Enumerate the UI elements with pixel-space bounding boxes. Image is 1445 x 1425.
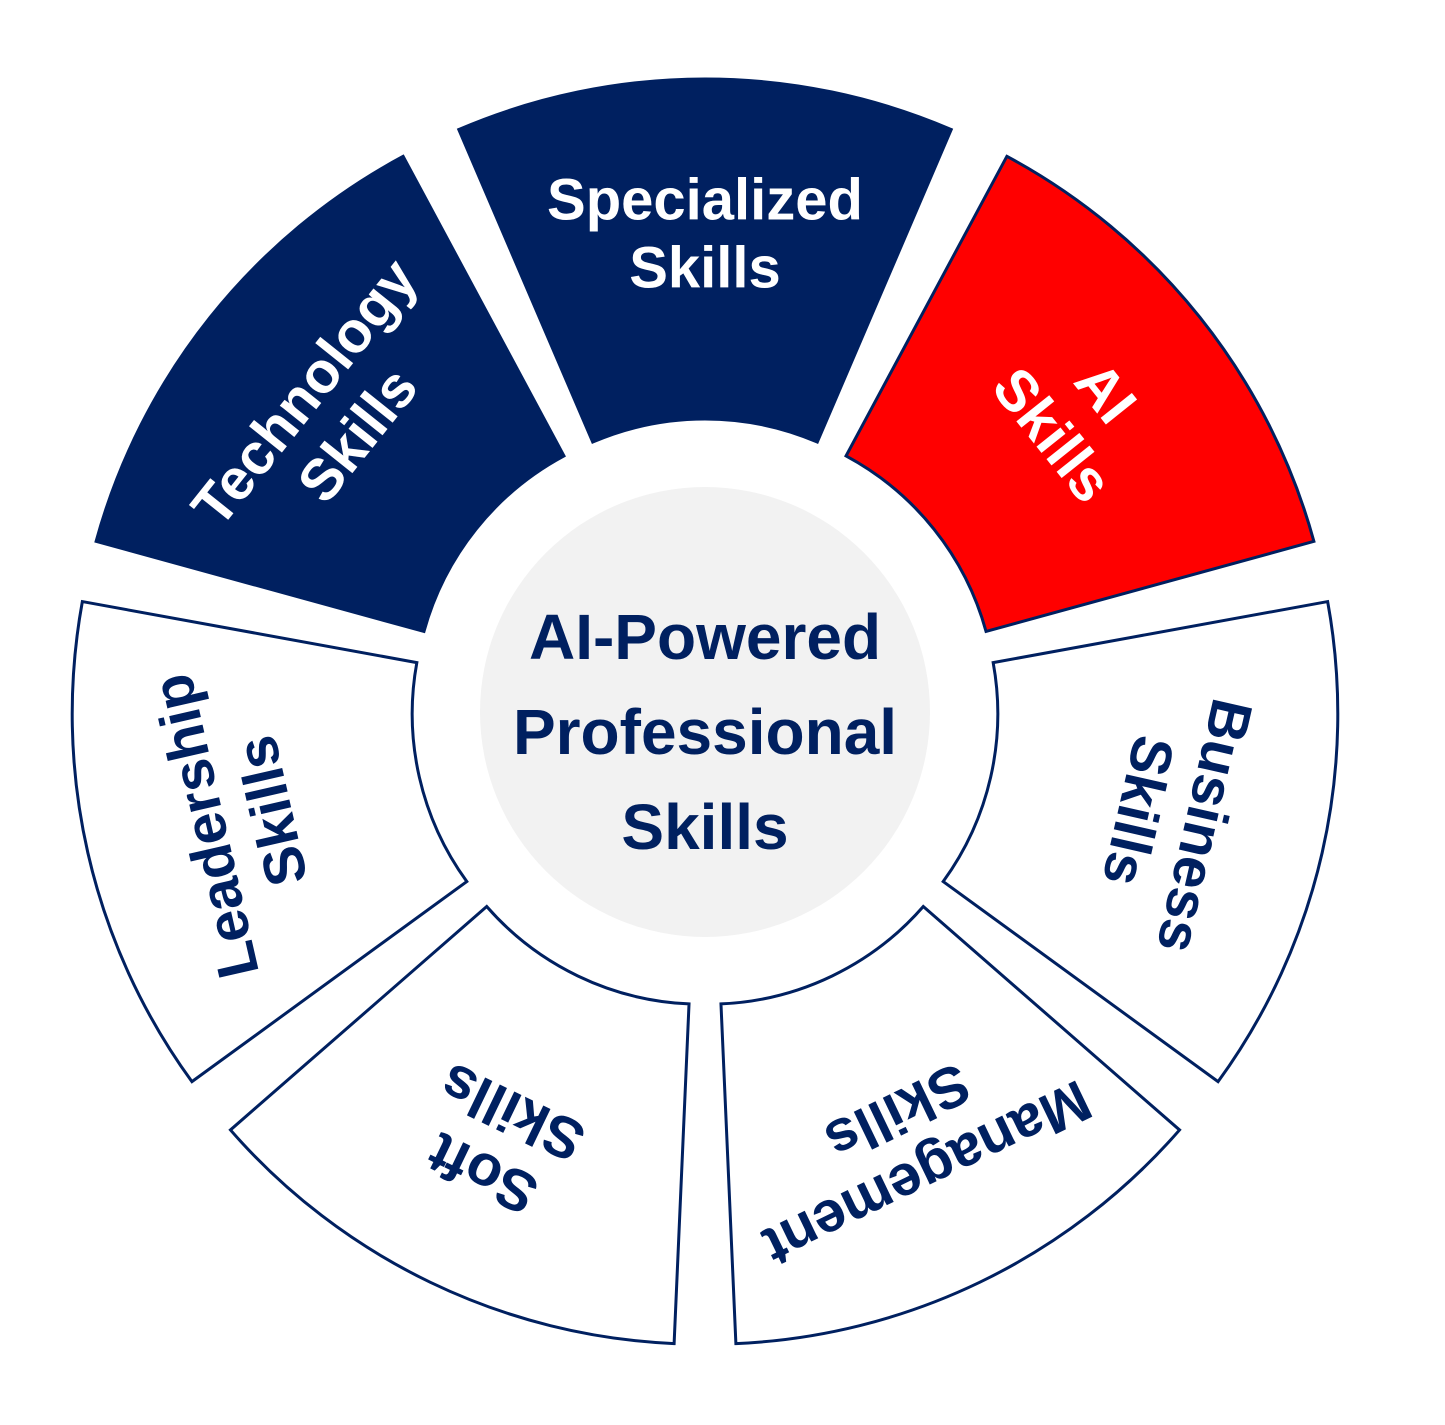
segment-wedge-management bbox=[719, 904, 1182, 1346]
center-circle bbox=[480, 487, 930, 937]
segment-wedge-leadership bbox=[70, 599, 469, 1084]
segment-wedge-ai bbox=[844, 154, 1316, 634]
segment-wedge-business bbox=[941, 599, 1340, 1084]
center-title-line-3: Skills bbox=[621, 791, 788, 863]
center-title-line-2: Professional bbox=[513, 696, 897, 768]
segment-label-specialized-line-1: Specialized bbox=[547, 167, 863, 232]
segments-group: SpecializedSkillsAISkillsBusinessSkillsM… bbox=[70, 77, 1340, 1346]
segment-wedge-technology bbox=[94, 154, 566, 634]
center-title-line-1: AI-Powered bbox=[529, 601, 881, 673]
center-hub: AI-Powered Professional Skills bbox=[480, 487, 930, 937]
segment-wedge-soft bbox=[228, 904, 691, 1346]
segment-wedge-specialized bbox=[456, 77, 954, 445]
segment-label-specialized-line-2: Skills bbox=[629, 235, 781, 300]
